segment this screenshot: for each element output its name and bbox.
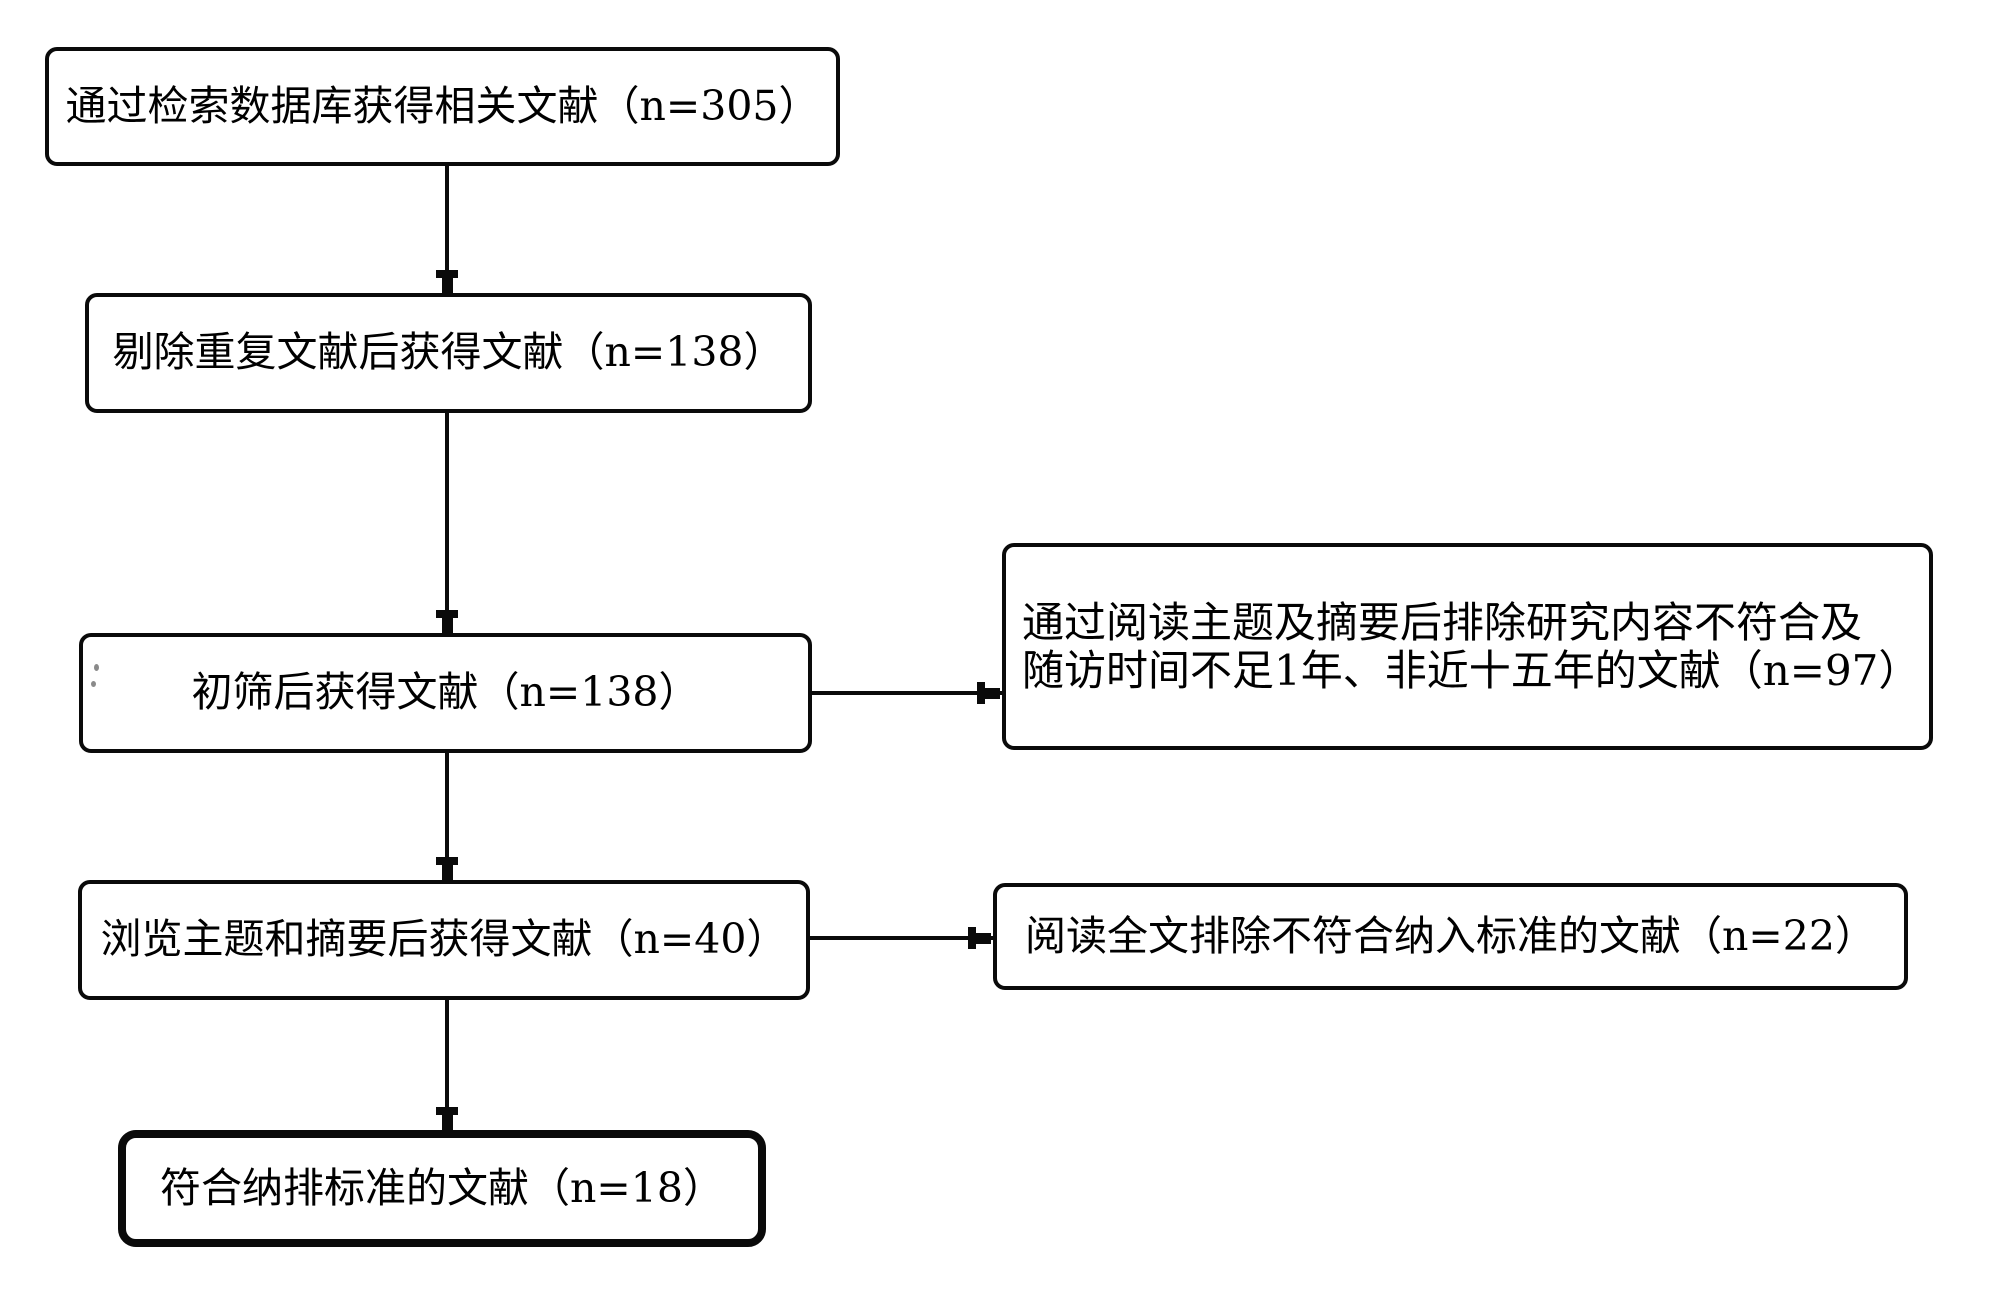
scan-artifact [94,664,99,671]
flow-node-initial-screen: 初筛后获得文献（n=138） [79,633,812,753]
connector-initial-screen-to-exclude-abstract [810,691,1004,695]
flow-node-included-label: 符合纳排标准的文献（n=18） [160,1163,724,1212]
flow-node-exclude-by-fulltext: 阅读全文排除不符合纳入标准的文献（n=22） [993,883,1908,990]
flow-node-browse-screen-label: 浏览主题和摘要后获得文献（n=40） [100,915,788,964]
connector-browse-screen-to-exclude-fulltext [808,936,995,940]
down-arrowhead-icon [436,857,458,880]
connector-browse-screen-to-included [445,998,449,1132]
flow-node-exclude-by-abstract: 通过阅读主题及摘要后排除研究内容不符合及 随访时间不足1年、非近十五年的文献（n… [1002,543,1933,750]
flow-node-db-search: 通过检索数据库获得相关文献（n=305） [45,47,840,166]
connector-db-search-to-dedup [445,164,449,295]
scan-artifact [91,681,96,687]
flow-node-included: 符合纳排标准的文献（n=18） [118,1130,766,1247]
right-arrowhead-icon [968,927,991,949]
flow-node-db-search-label: 通过检索数据库获得相关文献（n=305） [65,81,820,130]
flow-node-initial-screen-label: 初筛后获得文献（n=138） [191,668,700,717]
connector-initial-screen-to-browse-screen [445,751,449,882]
flow-node-exclude-by-abstract-line1: 通过阅读主题及摘要后排除研究内容不符合及 [1022,598,1863,648]
flow-node-browse-screen: 浏览主题和摘要后获得文献（n=40） [78,880,810,1000]
flow-node-exclude-by-abstract-line2: 随访时间不足1年、非近十五年的文献（n=97） [1022,645,1921,695]
down-arrowhead-icon [436,270,458,293]
connector-dedup-to-initial-screen [445,411,449,635]
flow-node-exclude-by-fulltext-label: 阅读全文排除不符合纳入标准的文献（n=22） [1025,911,1876,960]
down-arrowhead-icon [436,1107,458,1130]
right-arrowhead-icon [977,682,1000,704]
flow-node-dedup: 剔除重复文献后获得文献（n=138） [85,293,812,413]
down-arrowhead-icon [436,610,458,633]
flow-node-dedup-label: 剔除重复文献后获得文献（n=138） [112,328,785,377]
